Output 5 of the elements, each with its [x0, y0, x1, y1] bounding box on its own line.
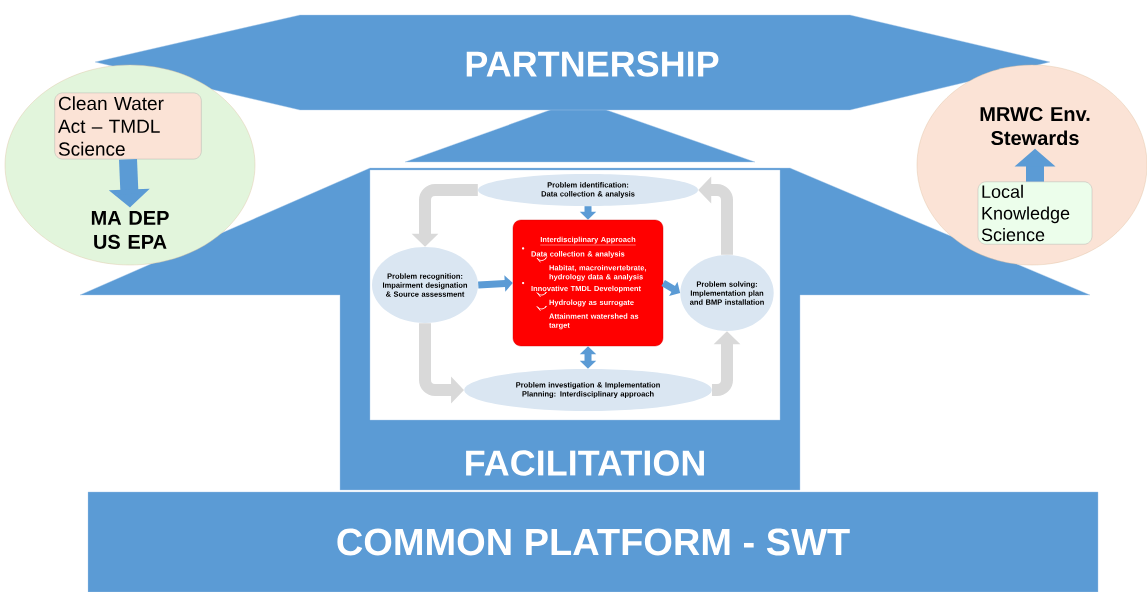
agency-label: MA DEP US EPA	[91, 211, 169, 249]
arrow	[579, 346, 597, 369]
text-box: Clean Water Act – TMDL Science	[54, 92, 202, 160]
platform-bar: COMMON PLATFORM - SWT	[87, 491, 1099, 592]
text-box: Local Knowledge Science	[977, 181, 1093, 245]
